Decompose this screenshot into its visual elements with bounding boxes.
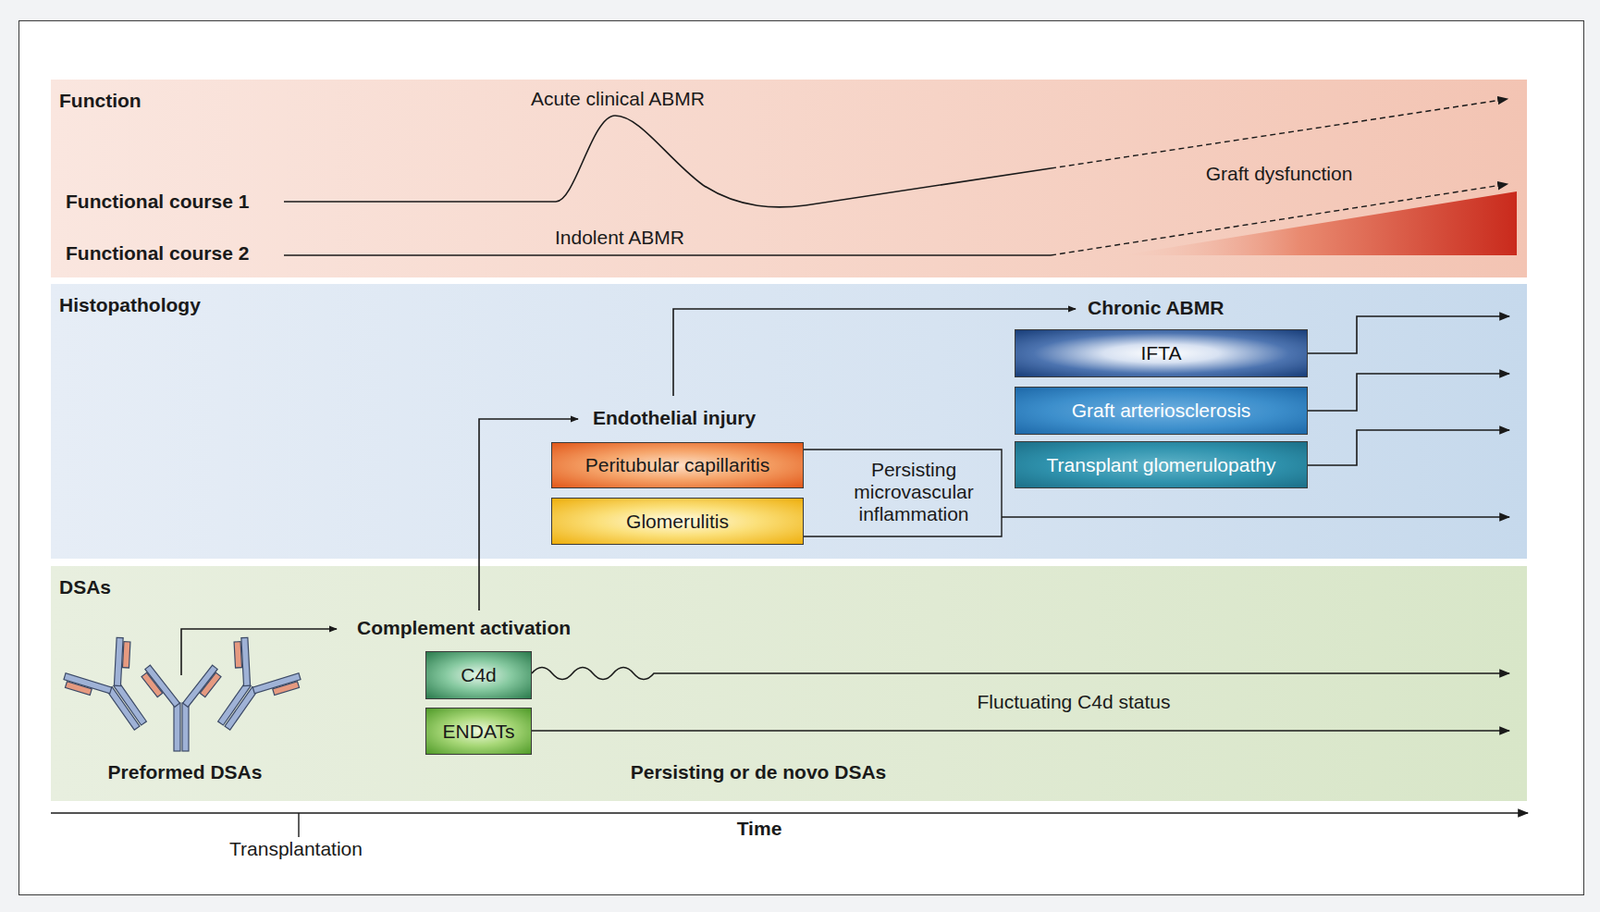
c4d-box: C4d [425,651,532,700]
box-text: Glomerulitis [626,510,729,533]
antibody-label: Preformed DSAs [108,761,263,784]
course-label: Functional course 2 [65,242,249,265]
box-text: Graft arteriosclerosis [1071,399,1252,422]
box-text: IFTA [1141,342,1182,365]
band-heading: Histopathology [59,294,201,317]
ifta-box: IFTA [1014,329,1308,378]
outcome-label: Graft dysfunction [1206,162,1354,185]
band-heading: Function [59,89,142,112]
box-text: Transplant glomerulopathy [1046,454,1277,477]
course-label: Functional course 1 [65,190,249,213]
event-label: Indolent ABMR [554,226,685,249]
endats-box: ENDATs [425,707,532,755]
axis-label: Transplantation [229,837,363,861]
band-heading: DSAs [59,576,111,599]
box-text: Peritubular capillaritis [585,454,771,477]
glomerulopathy-box: Transplant glomerulopathy [1014,441,1308,489]
event-label: Acute clinical ABMR [530,87,705,111]
axis-label: Time [737,817,783,840]
status-label: Persisting or de novo DSAs [630,761,887,784]
status-label: Fluctuating C4d status [977,690,1171,714]
box-text: C4d [460,664,497,687]
box-text: ENDATs [443,720,516,743]
stage-label: Chronic ABMR [1087,296,1224,320]
glomerulitis-box: Glomerulitis [551,497,804,545]
arteriosclerosis-box: Graft arteriosclerosis [1014,386,1308,435]
stage-label: Complement activation [356,616,571,640]
bracket-label: Persisting microvascular inflammation [830,458,997,526]
capillaritis-box: Peritubular capillaritis [551,442,804,489]
stage-label: Endothelial injury [592,406,756,430]
